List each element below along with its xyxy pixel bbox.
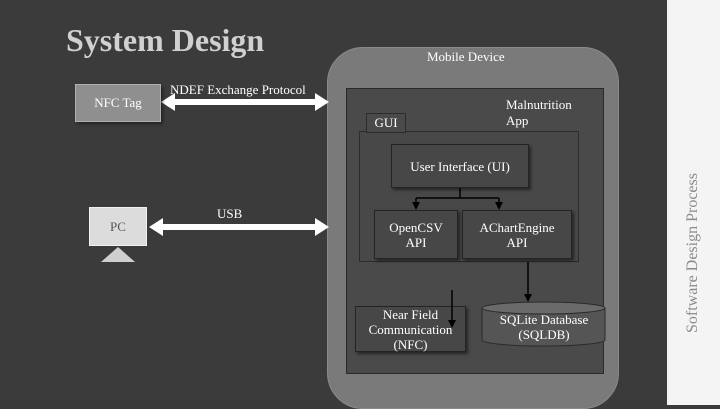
- side-strip: [667, 0, 720, 405]
- pc-box: PC: [89, 207, 147, 246]
- malnutrition-app-label-line1: Malnutrition: [506, 97, 572, 112]
- sqlite-database-cylinder: [481, 301, 606, 347]
- nfc-label-line3: (NFC): [393, 336, 428, 352]
- user-interface-label: User Interface (UI): [410, 158, 510, 174]
- achartengine-api-box: AChartEngine API: [462, 210, 572, 259]
- sqlite-label-line1: SQLite Database: [499, 312, 589, 327]
- nfc-label-line2: Communication: [368, 321, 453, 337]
- nfc-box: Near Field Communication (NFC): [355, 306, 466, 352]
- page-title: System Design: [66, 22, 265, 58]
- mobile-device-label: Mobile Device: [427, 49, 505, 64]
- opencsv-api-box: OpenCSV API: [374, 210, 458, 259]
- nfc-tag-box: NFC Tag: [75, 84, 161, 122]
- nfc-label-line1: Near Field: [382, 306, 439, 322]
- usb-double-arrow: [149, 218, 329, 236]
- ndef-double-arrow: [161, 93, 329, 111]
- opencsv-label-line1: OpenCSV: [389, 219, 443, 235]
- achartengine-label-line2: API: [506, 234, 528, 250]
- usb-label: USB: [217, 206, 243, 221]
- ndef-protocol-label: NDEF Exchange Protocol: [170, 82, 306, 97]
- gui-label: GUI: [374, 115, 398, 130]
- pc-label: PC: [110, 218, 126, 234]
- sqlite-label-line2: (SQLDB): [518, 327, 570, 342]
- pc-stand: [101, 247, 135, 262]
- sqlite-database-label: SQLite Database (SQLDB): [490, 312, 598, 342]
- malnutrition-app-label-line2: App: [506, 113, 529, 128]
- opencsv-label-line2: API: [405, 234, 427, 250]
- ui-to-api-connector: [412, 188, 503, 210]
- achartengine-label-line1: AChartEngine: [479, 219, 555, 235]
- user-interface-box: User Interface (UI): [391, 144, 529, 188]
- nfc-tag-label: NFC Tag: [94, 95, 142, 110]
- gui-label-box: GUI: [366, 113, 406, 133]
- malnutrition-app-label: Malnutrition App: [506, 97, 572, 129]
